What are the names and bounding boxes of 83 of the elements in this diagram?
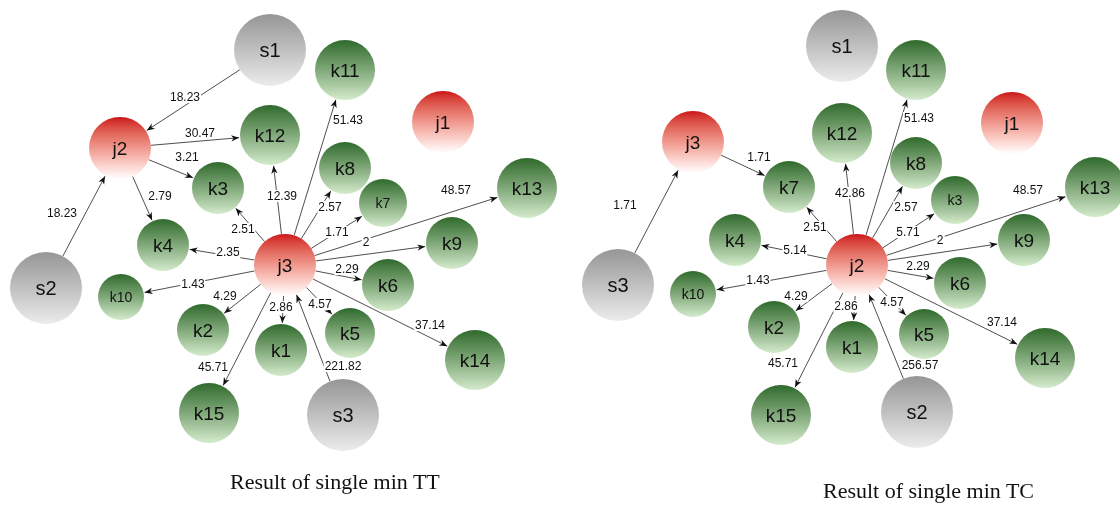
- node-label: k9: [1013, 230, 1035, 250]
- node-label: k12: [254, 125, 286, 145]
- node-label: k6: [949, 273, 971, 293]
- edge-label: 4.29: [783, 290, 809, 302]
- caption: Result of single min TT: [230, 468, 440, 496]
- node-label: k2: [192, 320, 214, 340]
- node-label: k1: [270, 340, 292, 360]
- node-label: k6: [377, 275, 399, 295]
- edge-label: 4.29: [212, 290, 238, 302]
- node-label: k10: [109, 290, 133, 304]
- node-label: k7: [778, 177, 800, 197]
- edge-label: 1.43: [745, 274, 771, 286]
- edge-label: 42.86: [834, 187, 866, 199]
- edge-label: 1.71: [746, 151, 772, 163]
- edge-label: 2: [935, 234, 945, 246]
- node-label: k15: [765, 405, 797, 425]
- node-label: k11: [330, 60, 360, 80]
- edge-label: 221.82: [323, 360, 363, 372]
- edge-label: 5.14: [782, 244, 808, 256]
- edge-label: 2.86: [833, 300, 859, 312]
- edge-label: 45.71: [767, 357, 799, 369]
- edge-label: 18.23: [169, 91, 201, 103]
- node-label: k3: [207, 178, 229, 198]
- edge-label: 4.57: [879, 296, 905, 308]
- edge-label: 3.21: [174, 151, 200, 163]
- node-label: j3: [685, 132, 701, 152]
- edge-label: 2.86: [268, 301, 294, 313]
- node-label: k8: [905, 153, 927, 173]
- edge-label: 2.35: [215, 246, 241, 258]
- node-label: s2: [35, 278, 57, 298]
- edge-label: 1.71: [324, 226, 350, 238]
- node-label: k7: [375, 196, 391, 210]
- node-label: k13: [1079, 177, 1111, 197]
- node-label: s3: [607, 275, 629, 295]
- node-label: k5: [339, 323, 361, 343]
- node-label: k10: [681, 287, 705, 301]
- node-label: k11: [901, 60, 931, 80]
- edge-label: 2.57: [893, 201, 919, 213]
- edge-label: 2.57: [317, 201, 343, 213]
- edge-label: 2: [361, 236, 371, 248]
- node-label: j1: [1004, 113, 1020, 133]
- edge-label: 2.51: [230, 223, 256, 235]
- node-label: j2: [849, 255, 865, 275]
- edge-label: 30.47: [184, 127, 216, 139]
- node-label: j3: [277, 255, 293, 275]
- edge-label: 51.43: [903, 112, 935, 124]
- edge-label: 1.43: [180, 278, 206, 290]
- edge-label: 37.14: [414, 319, 446, 331]
- edge-label: 45.71: [197, 361, 229, 373]
- edge-label: 51.43: [332, 114, 364, 126]
- edge-label: 2.29: [905, 260, 931, 272]
- edge-label: 2.51: [802, 221, 828, 233]
- node-label: k9: [441, 233, 463, 253]
- node-label: k3: [947, 193, 963, 207]
- node-label: j2: [112, 138, 128, 158]
- edge-label: 1.71: [612, 199, 638, 211]
- edge-label: 5.71: [895, 226, 921, 238]
- node-label: k13: [511, 178, 543, 198]
- node-label: k4: [724, 230, 746, 250]
- edge-label: 4.57: [307, 298, 333, 310]
- edge-label: 2.29: [334, 263, 360, 275]
- edge-label: 12.39: [266, 190, 298, 202]
- node-label: k4: [152, 235, 174, 255]
- node-label: j1: [435, 112, 451, 132]
- node-label: k8: [334, 158, 356, 178]
- node-label: s2: [906, 402, 928, 422]
- edge-label: 256.57: [900, 359, 940, 371]
- node-label: k5: [913, 324, 935, 344]
- edge-label: 48.57: [440, 184, 472, 196]
- node-label: k15: [193, 403, 225, 423]
- node-label: s1: [259, 40, 281, 60]
- node-label: k14: [1029, 348, 1061, 368]
- node-label: s3: [332, 405, 354, 425]
- node-label: k1: [841, 337, 863, 357]
- edge-label: 37.14: [986, 316, 1018, 328]
- node-label: k2: [763, 317, 785, 337]
- node-label: k14: [459, 350, 491, 370]
- edge-label: 48.57: [1012, 184, 1044, 196]
- edge-label: 18.23: [46, 207, 78, 219]
- caption: Result of single min TC: [823, 477, 1035, 505]
- edge-label: 2.79: [147, 190, 173, 202]
- node-label: s1: [831, 36, 853, 56]
- node-label: k12: [826, 123, 858, 143]
